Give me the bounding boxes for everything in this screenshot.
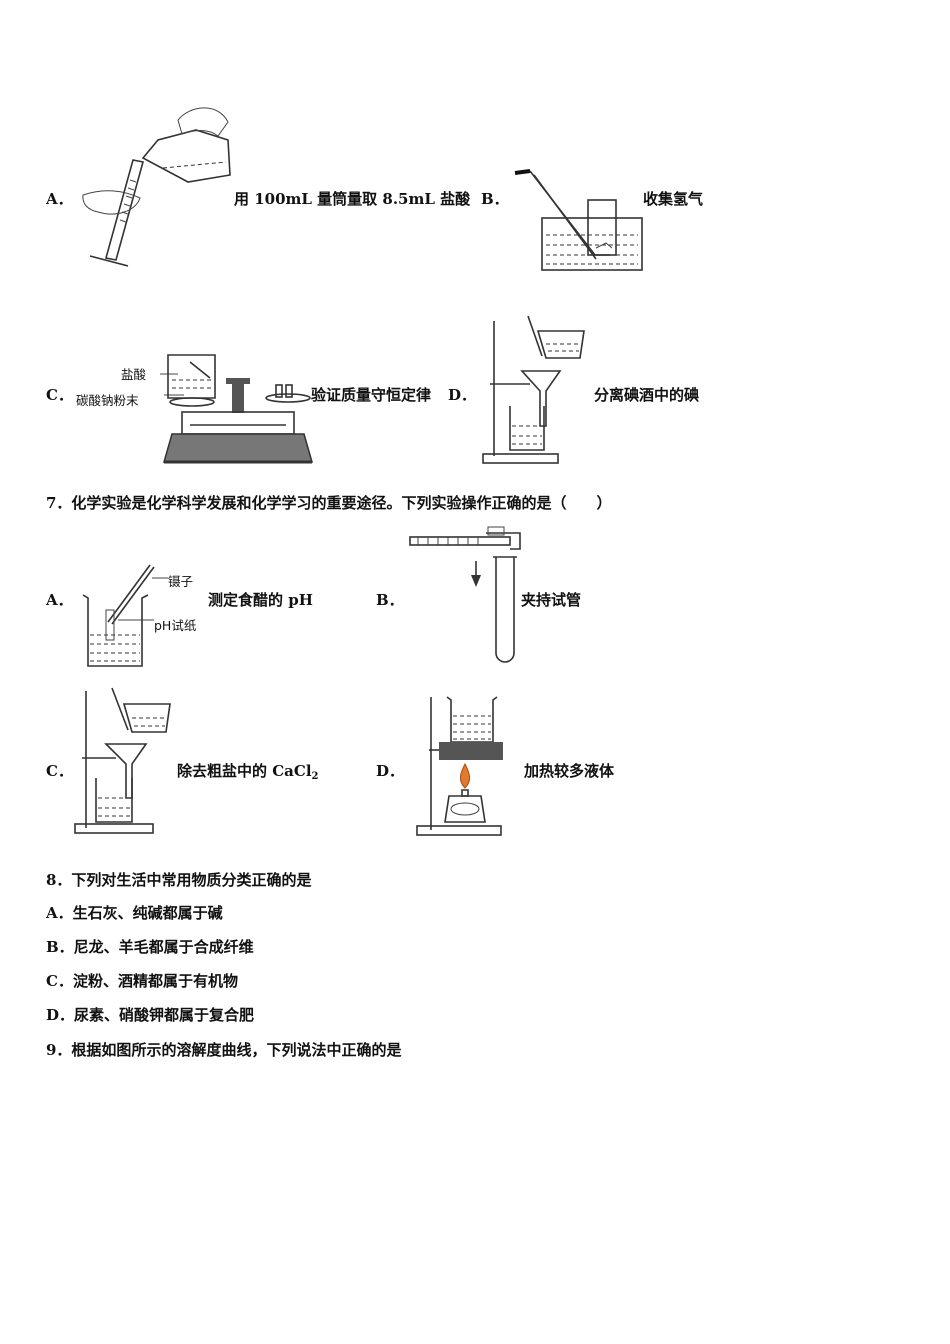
q6-option-c-text: 验证质量守恒定律 bbox=[311, 386, 432, 404]
ph-test-beaker-figure bbox=[82, 564, 168, 667]
q6-option-a-letter: A． bbox=[46, 190, 73, 208]
q7-option-a-text: 测定食醋的 pH bbox=[208, 591, 313, 609]
q6-option-a-text: 用 100mL 量筒量取 8.5mL 盐酸 bbox=[234, 190, 471, 208]
q8-option-a: A．生石灰、纯碱都属于碱 bbox=[46, 904, 223, 922]
q8-stem: 8．下列对生活中常用物质分类正确的是 bbox=[46, 871, 312, 889]
q6-option-d-letter: D． bbox=[448, 386, 477, 404]
balance-scale-figure bbox=[160, 354, 313, 464]
filtration-apparatus-figure bbox=[482, 315, 585, 464]
q8-option-c: C．淀粉、酒精都属于有机物 bbox=[46, 972, 238, 990]
heating-beaker-figure bbox=[416, 696, 503, 836]
q7-option-a-letter: A． bbox=[46, 591, 73, 609]
q6-option-c-letter: C． bbox=[46, 386, 73, 404]
graduated-cylinder-pouring-figure bbox=[82, 107, 231, 267]
q7-option-d-text: 加热较多液体 bbox=[524, 762, 615, 780]
q6-label-hydrochloric-acid: 盐酸 bbox=[121, 367, 147, 382]
q7-option-d-letter: D． bbox=[376, 762, 405, 780]
q7-stem: 7．化学实验是化学科学发展和化学学习的重要途径。下列实验操作正确的是（ ） bbox=[46, 494, 612, 512]
q6-option-b-letter: B． bbox=[481, 190, 509, 208]
q8-option-b: B．尼龙、羊毛都属于合成纤维 bbox=[46, 938, 254, 956]
q7-label-tweezers: 镊子 bbox=[168, 574, 194, 589]
q7-option-c-letter: C． bbox=[46, 762, 73, 780]
q7-option-b-letter: B． bbox=[376, 591, 404, 609]
q7-option-c-text: 除去粗盐中的 CaCl2 bbox=[177, 762, 319, 782]
gas-collection-trough-figure bbox=[514, 169, 643, 271]
q6-option-d-text: 分离碘酒中的碘 bbox=[594, 386, 700, 404]
q9-stem: 9．根据如图所示的溶解度曲线，下列说法中正确的是 bbox=[46, 1041, 402, 1059]
q8-option-d: D．尿素、硝酸钾都属于复合肥 bbox=[46, 1006, 255, 1024]
q6-option-b-text: 收集氢气 bbox=[643, 190, 704, 208]
filtration-crude-salt-figure bbox=[74, 687, 171, 834]
test-tube-holder-figure bbox=[409, 526, 521, 663]
q7-option-b-text: 夹持试管 bbox=[521, 591, 582, 609]
q7-option-c-subscript: 2 bbox=[311, 771, 319, 782]
q6-label-sodium-carbonate: 碳酸钠粉末 bbox=[76, 393, 139, 408]
q7-label-ph-paper: pH试纸 bbox=[154, 618, 197, 633]
